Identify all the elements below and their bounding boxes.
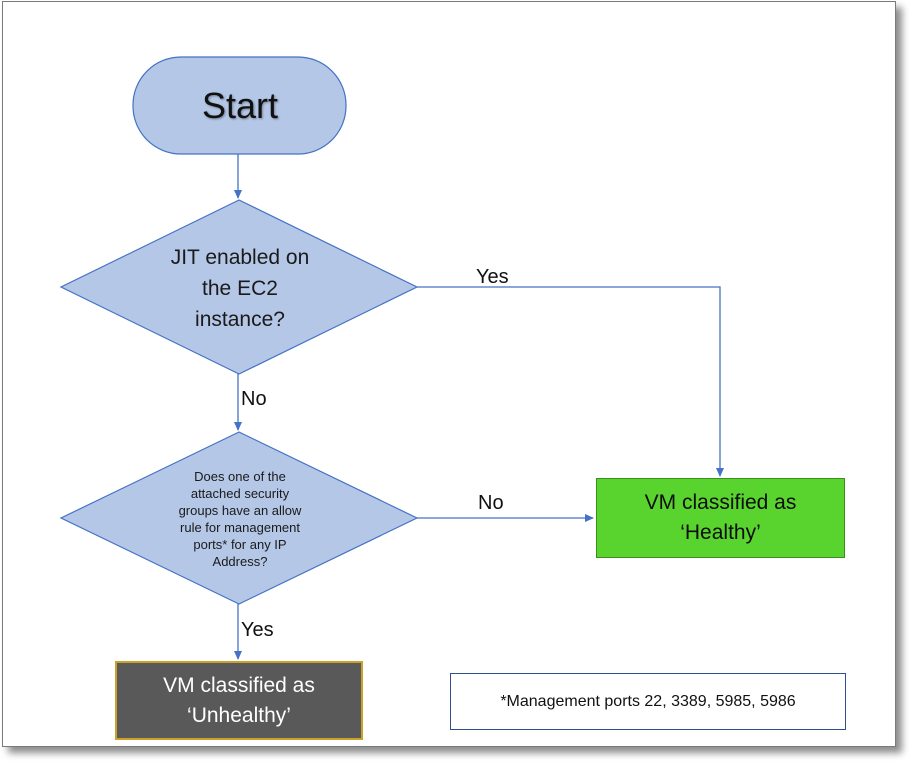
outcome-unhealthy-box: VM classified as ‘Unhealthy’ [115,661,363,740]
decision-sg-line: Does one of the [194,469,286,484]
decision-sg-line: attached security [190,486,290,501]
edge-label-sg-yes: Yes [241,619,274,641]
decision-sg-line: rule for management [180,520,300,535]
outcome-healthy-line: VM classified as [644,491,797,514]
outcome-unhealthy-line: VM classified as [163,673,315,697]
decision-sg-line: ports* for any IP [193,537,287,552]
decision-jit-line: instance? [195,307,285,331]
start-label: Start [201,85,279,126]
outcome-unhealthy-line: ‘Unhealthy’ [187,703,291,727]
edge-label-sg-no: No [478,492,504,514]
connector-jit-yes [417,286,724,477]
outcome-healthy-box: VM classified as ‘Healthy’ [596,478,845,558]
decision-jit-diamond [59,199,419,375]
start-terminator [132,56,347,155]
outcome-healthy-line: ‘Healthy’ [680,521,761,544]
edge-label-jit-yes: Yes [476,266,509,288]
decision-jit-line: the EC2 [202,276,278,300]
decision-jit-line: JIT enabled on [170,245,310,269]
management-ports-note: *Management ports 22, 3389, 5985, 5986 [450,673,846,730]
decision-sg-line: Address? [212,554,268,569]
decision-sg-label: Does one of the attached security groups… [160,455,320,583]
decision-jit-label: JIT enabled on the EC2 instance? [140,238,340,338]
edge-label-jit-no: No [241,388,267,410]
decision-sg-diamond [59,431,419,605]
decision-sg-line: groups have an allow [178,503,302,518]
